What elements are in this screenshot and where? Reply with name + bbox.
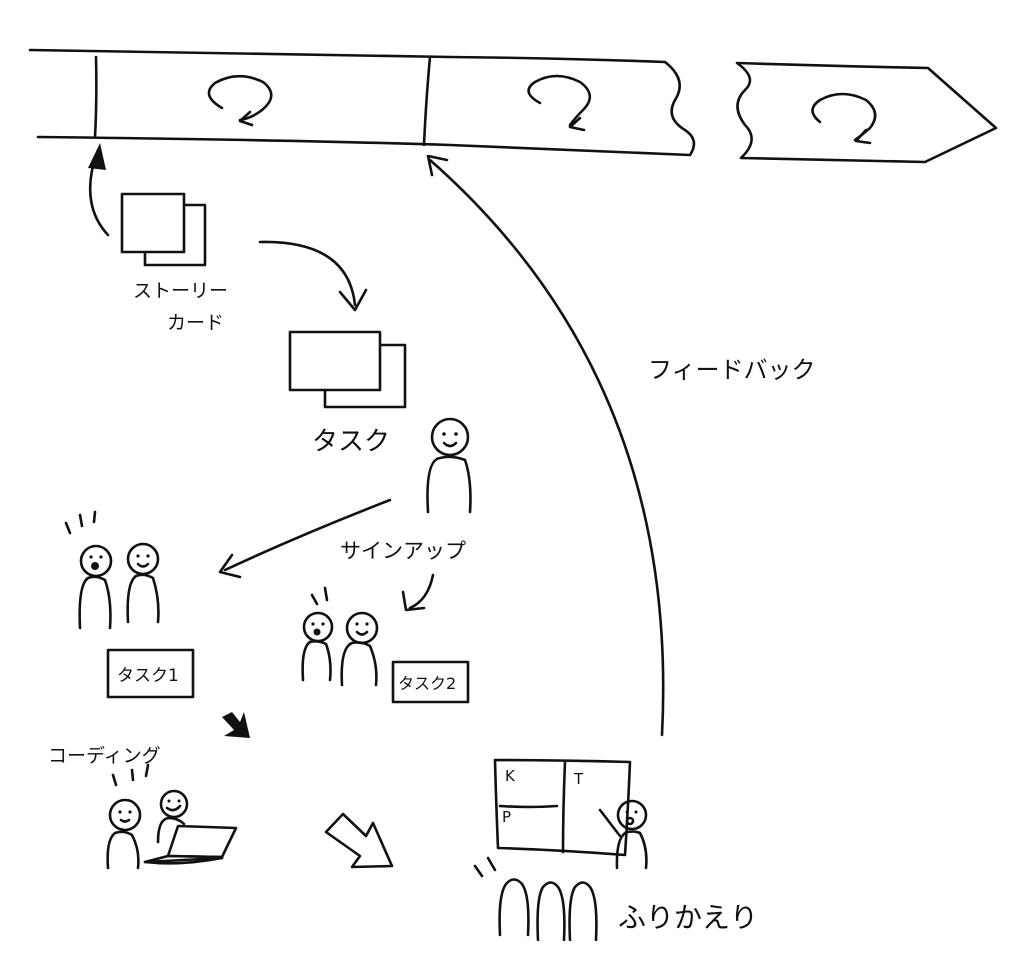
team-1: タスク1: [64, 510, 195, 699]
cycle-icon: [207, 74, 273, 122]
feedback-label: フィードバック: [648, 356, 816, 384]
laptop-icon: [143, 824, 238, 865]
person-icon: [156, 789, 189, 844]
iteration-timeline: [28, 48, 998, 164]
person-icon: [536, 881, 566, 942]
retrospective-team: [473, 856, 598, 942]
task1-label: タスク1: [117, 666, 179, 686]
person-icon: [78, 544, 113, 630]
kpt-board: K P T: [493, 758, 632, 857]
facilitator-person-icon: [598, 799, 648, 870]
person-icon: [106, 798, 142, 870]
cycle-icon: [811, 92, 877, 142]
person-icon: [126, 542, 160, 624]
arrow-to-iteration-1: [88, 143, 110, 237]
right-arrow-icon: [324, 812, 394, 869]
story-card-stack: [120, 192, 207, 267]
task2-label: タスク2: [398, 674, 456, 693]
kpt-problem-label: P: [502, 808, 511, 826]
person-icon: [498, 878, 530, 937]
coding-pair: [106, 763, 238, 870]
team-2: タスク2: [301, 586, 470, 704]
person-icon: [568, 881, 598, 942]
iteration-2: [527, 74, 592, 132]
iteration-1: [207, 74, 273, 127]
signup-label: サインアップ: [340, 539, 466, 563]
person-icon: [301, 611, 334, 682]
presenter-person-icon: [426, 417, 472, 514]
down-arrow-icon: [222, 712, 250, 738]
kpt-try-label: T: [573, 770, 584, 788]
kpt-keep-label: K: [505, 767, 516, 785]
person-icon: [340, 611, 379, 687]
cycle-icon: [527, 74, 592, 127]
story-card-label-line1: ストーリー: [133, 280, 228, 302]
arrow-to-team-1: [218, 498, 392, 579]
arrow-story-to-task: [258, 240, 368, 312]
coding-label: コーディング: [48, 745, 161, 767]
feedback-arrow: [426, 154, 665, 737]
task-label: タスク: [312, 427, 390, 457]
story-card-label-line2: カード: [167, 312, 224, 334]
iteration-3: [811, 92, 877, 145]
task-card-stack: [288, 330, 407, 409]
retrospective-label: ふりかえり: [618, 901, 758, 934]
arrow-to-team-2: [401, 573, 435, 612]
